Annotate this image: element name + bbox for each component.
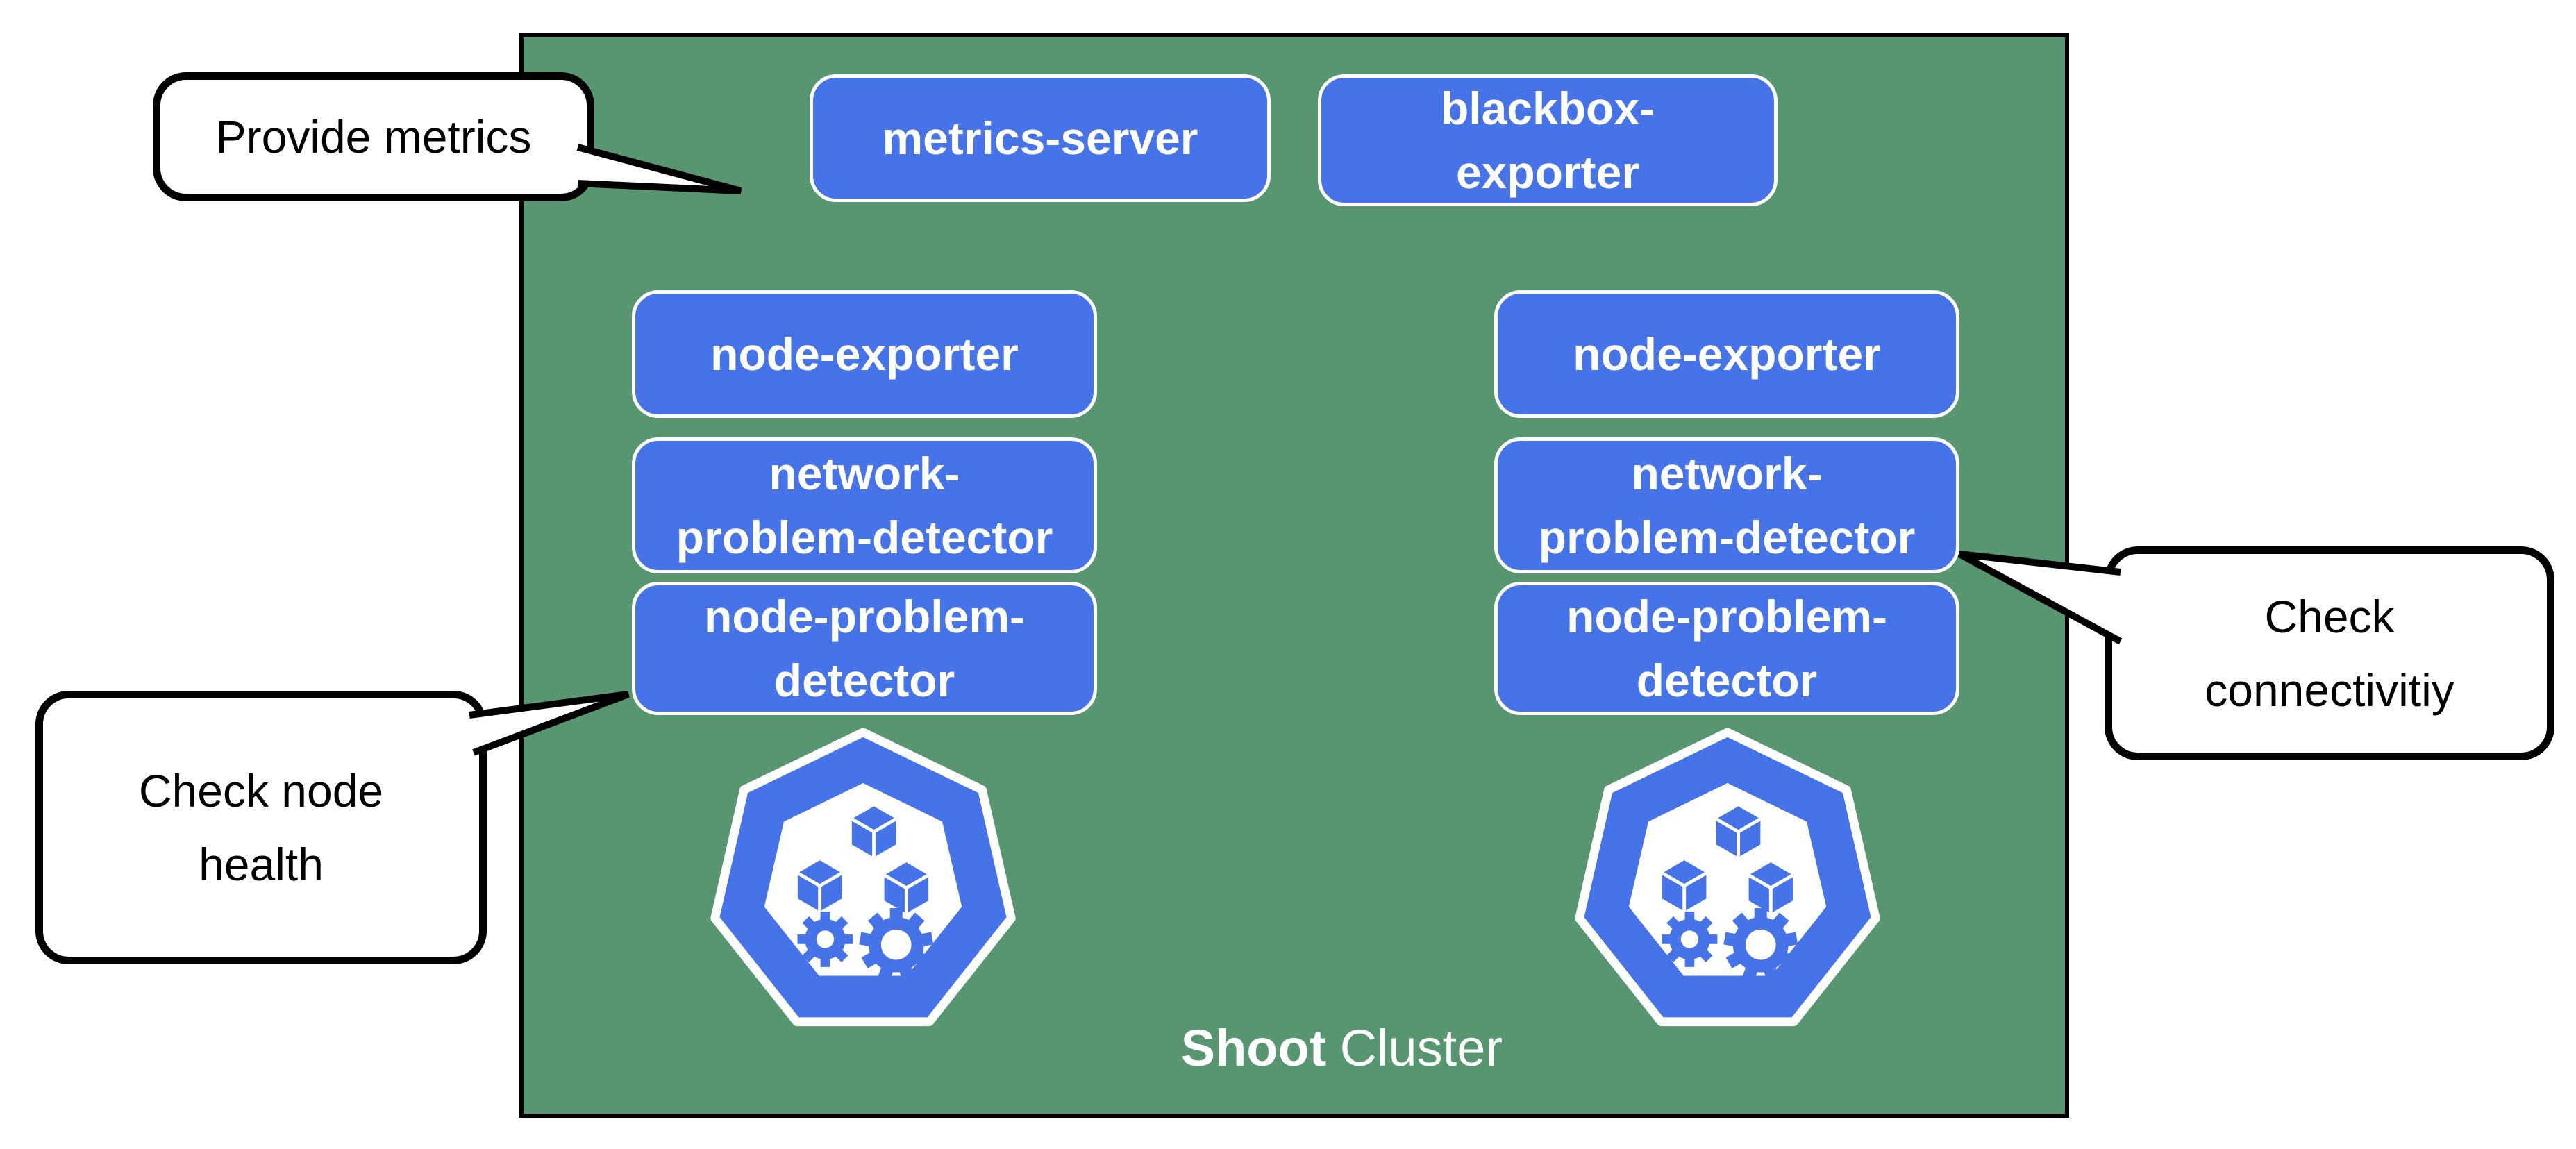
kubernetes-node-icon xyxy=(1571,726,1884,1043)
kubernetes-node-icon xyxy=(706,726,1020,1043)
pod-label: node-exporter xyxy=(1573,328,1881,380)
pod-label: network- problem-detector xyxy=(676,448,1053,563)
pod-label: node-problem- detector xyxy=(704,591,1025,706)
pod-network-problem-detector-left: network- problem-detector xyxy=(632,437,1097,573)
cluster-label-bold: Shoot xyxy=(1180,1019,1327,1077)
callout-label: Check connectivitiy xyxy=(2205,591,2454,716)
pod-blackbox-exporter: blackbox- exporter xyxy=(1318,74,1778,206)
pod-label: node-exporter xyxy=(710,328,1019,380)
callout-check-node-health: Check node health xyxy=(35,691,487,964)
callout-label: Check node health xyxy=(138,765,384,890)
callout-check-connectivity: Check connectivitiy xyxy=(2105,546,2554,760)
pod-label: blackbox- exporter xyxy=(1440,83,1655,198)
pod-label: network- problem-detector xyxy=(1538,448,1916,563)
pod-metrics-server: metrics-server xyxy=(810,74,1271,202)
callout-label: Provide metrics xyxy=(215,111,532,162)
pod-node-exporter-left: node-exporter xyxy=(632,290,1097,418)
pod-label: metrics-server xyxy=(882,112,1198,164)
callout-provide-metrics: Provide metrics xyxy=(153,72,594,201)
pod-node-problem-detector-left: node-problem- detector xyxy=(632,582,1097,715)
pod-network-problem-detector-right: network- problem-detector xyxy=(1494,437,1959,573)
pod-node-problem-detector-right: node-problem- detector xyxy=(1494,582,1959,715)
cluster-label-rest: Cluster xyxy=(1339,1019,1503,1077)
pod-label: node-problem- detector xyxy=(1566,591,1887,706)
pod-node-exporter-right: node-exporter xyxy=(1494,290,1959,418)
